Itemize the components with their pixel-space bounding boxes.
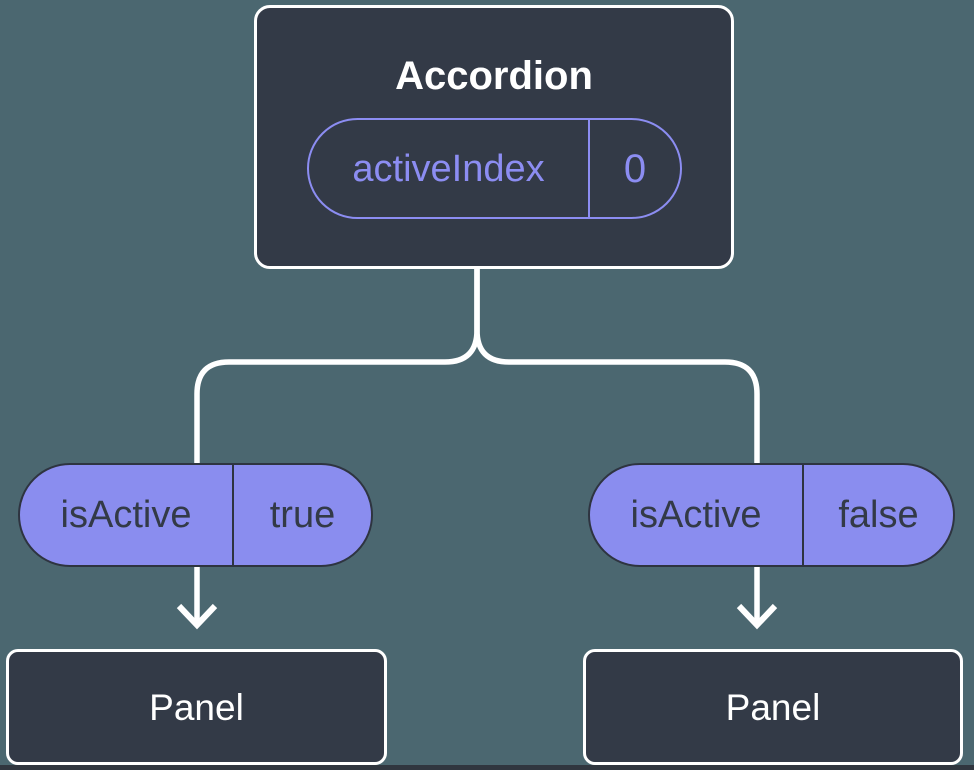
arrow-down-right-icon [736, 603, 778, 630]
accordion-node-title: Accordion [395, 54, 593, 98]
prop-pill-left: isActive true [18, 463, 373, 567]
connector-right [474, 266, 760, 621]
prop-pill-right: isActive false [588, 463, 955, 567]
connector-left [194, 266, 480, 621]
prop-pill-right-label: isActive [590, 465, 804, 565]
state-pill-label: activeIndex [309, 120, 590, 217]
prop-pill-right-value: false [838, 494, 919, 536]
panel-node-left: Panel [6, 649, 387, 765]
prop-pill-left-value: true [269, 494, 336, 536]
bottom-edge-strip [0, 765, 974, 770]
panel-node-right: Panel [583, 649, 963, 765]
panel-node-right-title: Panel [725, 686, 821, 728]
panel-node-left-title: Panel [149, 686, 244, 728]
state-pill: activeIndex 0 [307, 118, 682, 219]
accordion-node: Accordion activeIndex 0 [254, 5, 734, 269]
arrow-down-left-icon [176, 603, 218, 630]
prop-pill-left-label: isActive [20, 465, 234, 565]
state-pill-value: 0 [623, 146, 647, 191]
